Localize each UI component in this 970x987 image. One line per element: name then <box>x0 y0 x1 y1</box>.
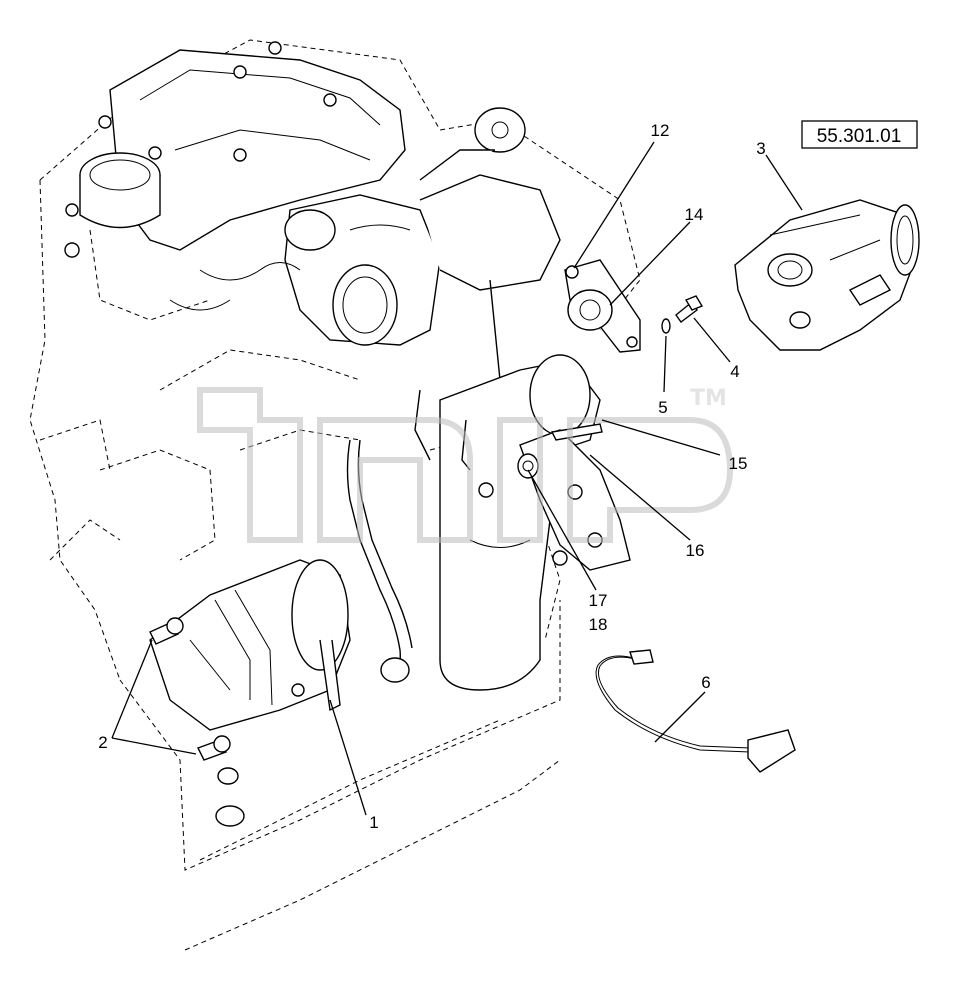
callout-18: 18 <box>589 615 608 634</box>
watermark-trademark: TM <box>690 386 727 411</box>
callout-3: 3 <box>756 139 765 158</box>
leader-4 <box>693 317 731 363</box>
hose-lines <box>169 262 471 683</box>
leader-2a <box>111 639 153 739</box>
leader-16 <box>589 454 691 541</box>
oil-filler-cap <box>64 152 161 258</box>
engine-block-outline <box>29 39 641 951</box>
valve-cover <box>98 41 406 251</box>
callout-12: 12 <box>651 121 670 140</box>
callout-2: 2 <box>98 733 107 752</box>
reference-box[interactable]: 55.301.01 <box>801 120 918 149</box>
reference-box-label: 55.301.01 <box>817 126 902 147</box>
leader-6 <box>654 691 706 743</box>
callout-17: 17 <box>589 591 608 610</box>
leader-12 <box>573 141 655 269</box>
callout-15: 15 <box>729 454 748 473</box>
bolt-and-washer <box>661 295 704 334</box>
callout-1: 1 <box>369 813 378 832</box>
leader-2b <box>111 737 197 755</box>
alternator-bracket <box>564 259 641 353</box>
callout-16: 16 <box>686 541 705 560</box>
starter-motor <box>149 559 351 731</box>
callout-6: 6 <box>701 673 710 692</box>
leader-lines <box>111 141 803 816</box>
watermark: TM <box>197 386 734 543</box>
callout-14: 14 <box>685 205 704 224</box>
alternator <box>734 199 920 351</box>
idler-assembly <box>517 423 631 571</box>
leader-5 <box>663 335 667 393</box>
callout-5: 5 <box>658 398 667 417</box>
leader-3 <box>765 154 803 211</box>
callout-4: 4 <box>730 362 739 381</box>
leader-1 <box>329 699 367 816</box>
leader-17 <box>527 469 597 591</box>
wiring-harness <box>595 649 796 773</box>
callout-labels: 1 2 3 4 5 6 12 14 15 16 17 18 <box>98 121 765 832</box>
mounting-bolts <box>149 617 245 827</box>
leader-14 <box>609 221 691 306</box>
turbocharger <box>284 107 561 421</box>
leader-15 <box>601 419 721 456</box>
